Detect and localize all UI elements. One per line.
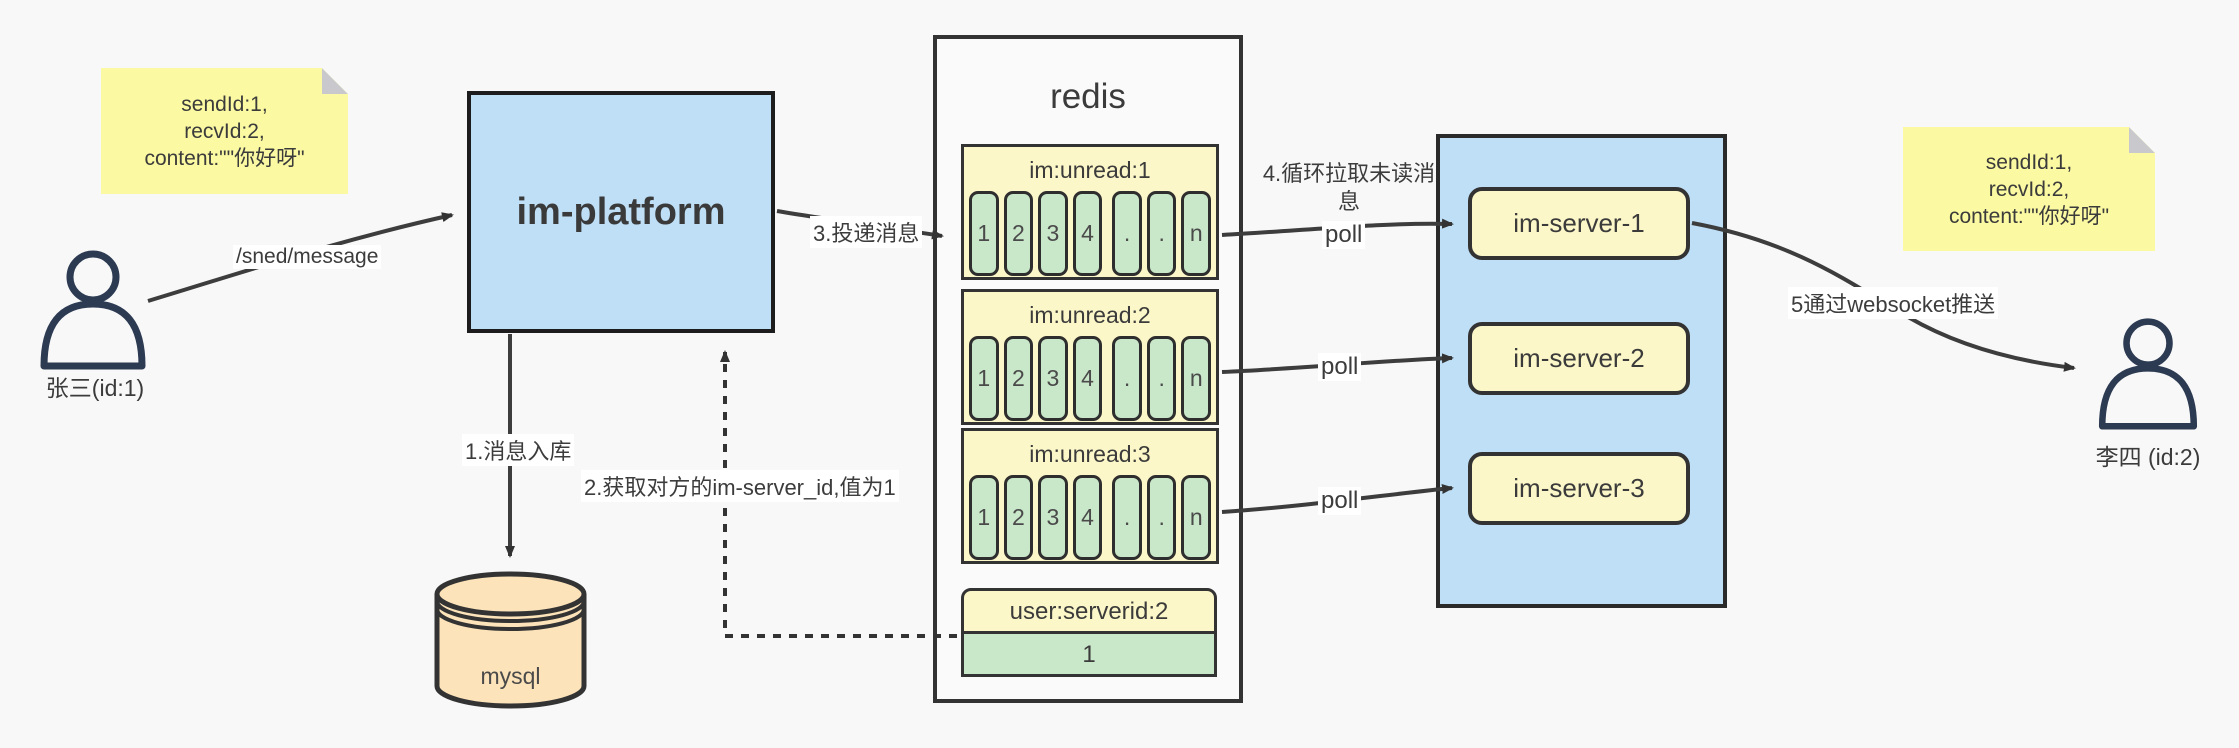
kv-user-serverid: user:serverid:2 1 [961, 588, 1217, 677]
queue-cell: . [1112, 475, 1142, 560]
queue-cell: 4 [1072, 475, 1103, 560]
note-fold-icon [2129, 127, 2155, 153]
note-line: recvId:2, [1988, 177, 2070, 201]
note-line: content:""你好呀" [1948, 204, 2110, 228]
note-fold-icon [322, 68, 348, 94]
label-step4: 4.循环拉取未读消息 [1262, 161, 1436, 214]
receiver-user [2096, 316, 2200, 435]
sender-label: 张三(id:1) [45, 375, 145, 401]
mysql-label: mysql [480, 663, 541, 689]
label-poll-1: poll [1322, 221, 1366, 249]
redis-container: redis im:unread:1 1 2 3 4 . . n im:unrea… [933, 35, 1243, 703]
im-server-1-node: im-server-1 [1468, 187, 1690, 260]
im-server-2-node: im-server-2 [1468, 322, 1690, 395]
queue-cell: 3 [1038, 336, 1068, 421]
queue-header: im:unread:2 [1029, 302, 1151, 328]
queue-cell: . [1146, 475, 1177, 560]
queue-cell: 4 [1072, 336, 1103, 421]
queue-cell: 1 [969, 336, 999, 421]
label-step5: 5通过websocket推送 [1788, 287, 1999, 319]
queue-cell: 2 [1003, 475, 1034, 560]
im-server-2-label: im-server-2 [1513, 343, 1645, 373]
note-left: sendId:1, recvId:2, content:""你好呀" [101, 68, 348, 194]
kv-value: 1 [961, 631, 1217, 677]
label-step1: 1.消息入库 [462, 434, 575, 466]
im-server-3-node: im-server-3 [1468, 452, 1690, 525]
queue-cell: 1 [969, 191, 999, 276]
receiver-label: 李四 (id:2) [2095, 444, 2201, 470]
note-line: recvId:2, [184, 119, 265, 143]
queue-cell: 1 [969, 475, 999, 560]
queue-im-unread-3: im:unread:3 1 2 3 4 . . n [961, 428, 1219, 564]
note-right: sendId:1, recvId:2, content:""你好呀" [1903, 127, 2155, 251]
queue-cell: n [1181, 475, 1212, 560]
im-server-1-label: im-server-1 [1513, 208, 1645, 238]
sender-user [38, 248, 148, 375]
queue-cell: . [1112, 336, 1142, 421]
queue-cell: 4 [1072, 191, 1103, 276]
label-poll-3: poll [1318, 487, 1362, 515]
database-icon [434, 571, 587, 709]
label-poll-2: poll [1318, 353, 1362, 381]
queue-im-unread-2: im:unread:2 1 2 3 4 . . n [961, 289, 1219, 425]
note-line: sendId:1, [181, 92, 268, 116]
note-line: sendId:1, [1985, 150, 2073, 174]
queue-cell: . [1112, 191, 1142, 276]
person-icon [40, 250, 146, 370]
queue-im-unread-1: im:unread:1 1 2 3 4 . . n [961, 144, 1219, 280]
queue-cell: 3 [1038, 191, 1068, 276]
queue-cells: 1 2 3 4 . . n [969, 336, 1212, 421]
kv-key: user:serverid:2 [961, 588, 1217, 634]
im-server-3-label: im-server-3 [1513, 473, 1645, 503]
queue-cell: n [1181, 191, 1212, 276]
queue-cells: 1 2 3 4 . . n [969, 475, 1212, 560]
im-platform-title: im-platform [516, 190, 726, 233]
queue-header: im:unread:1 [1029, 157, 1151, 183]
im-servers-container: im-server-1 im-server-2 im-server-3 [1436, 134, 1727, 608]
note-line: content:""你好呀" [144, 146, 305, 170]
queue-cell: 3 [1038, 475, 1068, 560]
queue-cells: 1 2 3 4 . . n [969, 191, 1212, 276]
mysql-node: mysql [433, 570, 588, 710]
label-step3: 3.投递消息 [810, 216, 923, 248]
queue-cell: . [1146, 336, 1177, 421]
person-icon [2098, 318, 2198, 430]
label-send-api: /sned/message [233, 245, 382, 269]
im-platform-node: im-platform [467, 91, 775, 333]
queue-cell: n [1181, 336, 1212, 421]
queue-cell: 2 [1003, 336, 1034, 421]
queue-cell: . [1146, 191, 1177, 276]
queue-cell: 2 [1003, 191, 1034, 276]
redis-title: redis [1050, 77, 1126, 116]
label-step2: 2.获取对方的im-server_id,值为1 [581, 470, 899, 502]
queue-header: im:unread:3 [1029, 441, 1151, 467]
